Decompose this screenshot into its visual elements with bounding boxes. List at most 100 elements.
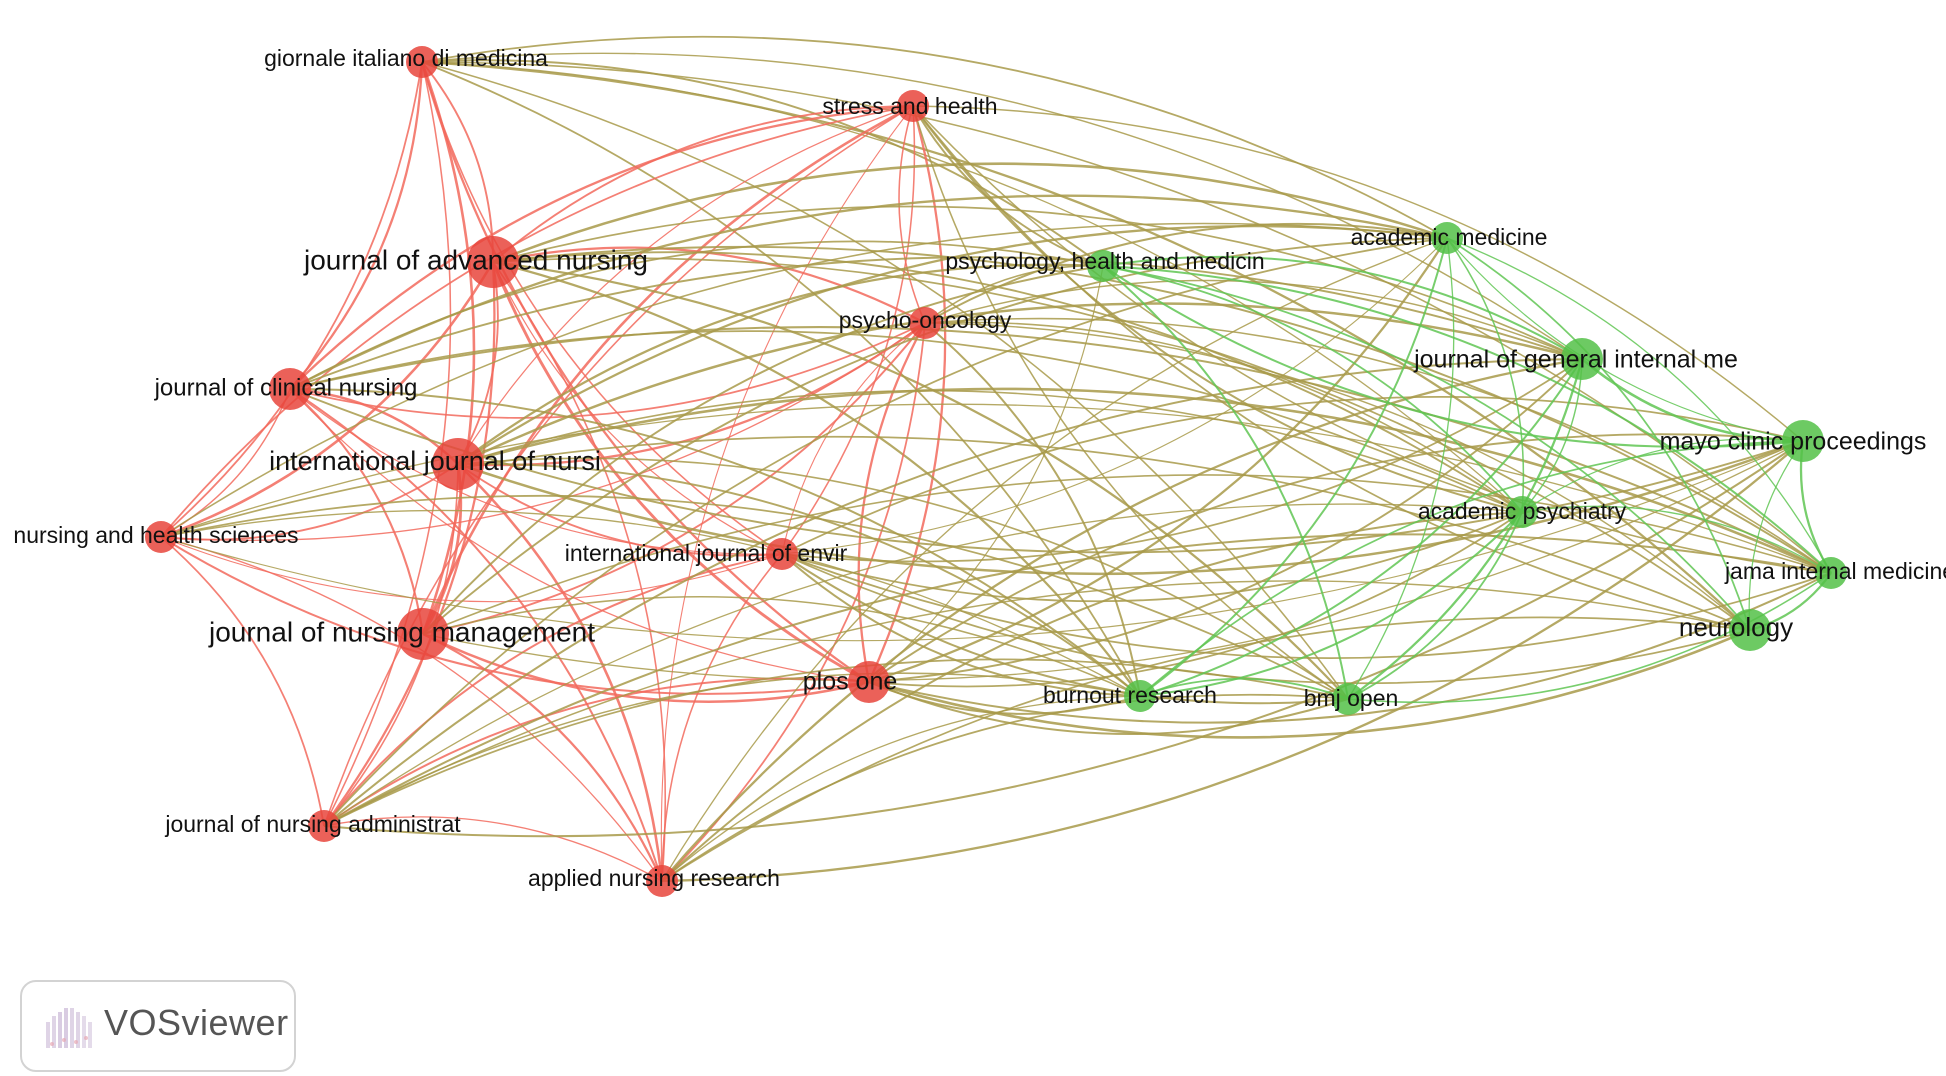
node-label-ijerph: international journal of envir [565, 540, 848, 566]
link-nhs-ijerph [160, 536, 783, 603]
link-psychonc-anr [661, 322, 926, 882]
link-ijn-jama [457, 387, 1832, 575]
node-giornale[interactable] [406, 46, 438, 78]
link-nhs-acadmed [160, 222, 1448, 538]
link-ijn-nhs [160, 463, 459, 541]
link-jan-acadmed [492, 162, 1448, 264]
link-anr-jgim [661, 357, 1583, 882]
link-plos-acadpsy [868, 511, 1523, 688]
node-label-jna: journal of nursing administrat [164, 811, 461, 837]
link-stress-jnm [421, 104, 914, 635]
link-ijerph-bmj [781, 553, 1349, 705]
link-giornale-jcn [289, 61, 424, 390]
link-phm-acadpsy [1102, 265, 1523, 513]
link-plos-mayo [868, 433, 1804, 683]
node-label-ijn: international journal of nursi [269, 446, 601, 476]
link-giornale-jgim [421, 52, 1583, 360]
link-ijerph-jna [323, 553, 783, 827]
link-giornale-neuro [421, 60, 1751, 631]
link-psychonc-burnout [924, 322, 1141, 697]
node-ijerph[interactable] [766, 538, 798, 570]
link-anr-acadpsy [661, 511, 1523, 882]
node-jcn[interactable] [269, 368, 311, 410]
node-ijn[interactable] [432, 438, 484, 490]
node-plos[interactable] [848, 661, 890, 703]
link-acadmed-jama [1446, 237, 1832, 574]
node-label-plos: plos one [803, 668, 898, 696]
link-psychonc-nhs [160, 322, 926, 542]
link-anr-bmj [661, 693, 1349, 882]
node-acadpsy[interactable] [1506, 496, 1538, 528]
link-jnm-plos [422, 632, 870, 703]
link-giornale-plos [420, 61, 870, 683]
link-giornale-phm [421, 59, 1104, 267]
link-mayo-burnout [1139, 440, 1804, 697]
link-ijerph-mayo [781, 396, 1804, 555]
link-jna-jgim [323, 357, 1583, 827]
node-mayo[interactable] [1782, 420, 1824, 462]
link-jna-acadpsy [323, 503, 1523, 827]
link-psychonc-neuro [924, 322, 1751, 631]
link-jcn-jgim [289, 256, 1583, 390]
link-jcn-jama [289, 326, 1832, 574]
node-psychonc[interactable] [909, 307, 941, 339]
link-acadpsy-jama [1521, 505, 1832, 574]
link-stress-neuro [912, 105, 1751, 631]
link-stress-ijerph [781, 105, 916, 555]
link-ijn-acadmed [457, 224, 1448, 465]
link-stress-psychonc [898, 105, 926, 324]
link-jan-jgim [492, 205, 1583, 360]
link-plos-bmj [868, 681, 1349, 735]
node-label-jcn: journal of clinical nursing [154, 374, 418, 401]
link-jcn-jnm [289, 388, 425, 635]
link-psychonc-jama [924, 317, 1832, 574]
node-jnm[interactable] [397, 608, 449, 660]
link-stress-ijn [457, 105, 914, 465]
link-ijerph-acadmed [781, 237, 1448, 555]
link-plos-phm [868, 265, 1104, 683]
link-giornale-jnm [420, 61, 476, 635]
node-nhs[interactable] [145, 521, 177, 553]
node-jama[interactable] [1815, 557, 1847, 589]
link-stress-mayo [912, 105, 1804, 442]
link-ijn-acadpsy [457, 389, 1523, 513]
link-jgim-bmj [1347, 358, 1584, 700]
node-stress[interactable] [897, 90, 929, 122]
link-jnm-anr [422, 632, 664, 882]
link-ijerph-jgim [781, 358, 1583, 563]
link-jna-acadmed [323, 237, 1448, 827]
link-acadmed-acadpsy [1446, 237, 1525, 513]
node-acadmed[interactable] [1431, 222, 1463, 254]
node-anr[interactable] [646, 865, 678, 897]
link-jna-jama [323, 533, 1832, 827]
node-label-jgim: journal of general internal me [1413, 346, 1738, 374]
vosviewer-badge-label: VOSviewer [104, 1002, 289, 1043]
node-burnout[interactable] [1124, 680, 1156, 712]
node-label-jan: journal of advanced nursing [303, 244, 648, 275]
link-ijerph-burnout [781, 553, 1141, 697]
link-psychonc-jcn [289, 322, 926, 419]
node-jan[interactable] [467, 236, 519, 288]
node-neuro[interactable] [1729, 609, 1771, 651]
link-stress-bmj [912, 105, 1349, 700]
link-stress-plos [867, 105, 947, 683]
node-label-stress: stress and health [822, 93, 997, 119]
node-phm[interactable] [1087, 250, 1119, 282]
node-label-acadmed: academic medicine [1351, 224, 1548, 250]
link-anr-acadmed [661, 237, 1448, 882]
node-bmj[interactable] [1332, 683, 1364, 715]
link-psychonc-jnm [422, 322, 926, 635]
link-jgim-burnout [1139, 358, 1583, 697]
link-phm-neuro [1102, 265, 1751, 631]
link-phm-jama [1102, 265, 1832, 574]
link-jcn-mayo [289, 388, 1804, 554]
link-mayo-acadpsy [1521, 438, 1804, 513]
link-plos-jgim [868, 358, 1583, 683]
link-jan-nhs [160, 261, 495, 539]
link-jna-bmj [323, 658, 1349, 827]
node-jna[interactable] [308, 810, 340, 842]
node-label-phm: psychology, health and medicin [945, 248, 1264, 274]
node-jgim[interactable] [1561, 338, 1603, 380]
link-jan-acadpsy [492, 251, 1523, 513]
node-label-acadpsy: academic psychiatry [1418, 498, 1627, 524]
